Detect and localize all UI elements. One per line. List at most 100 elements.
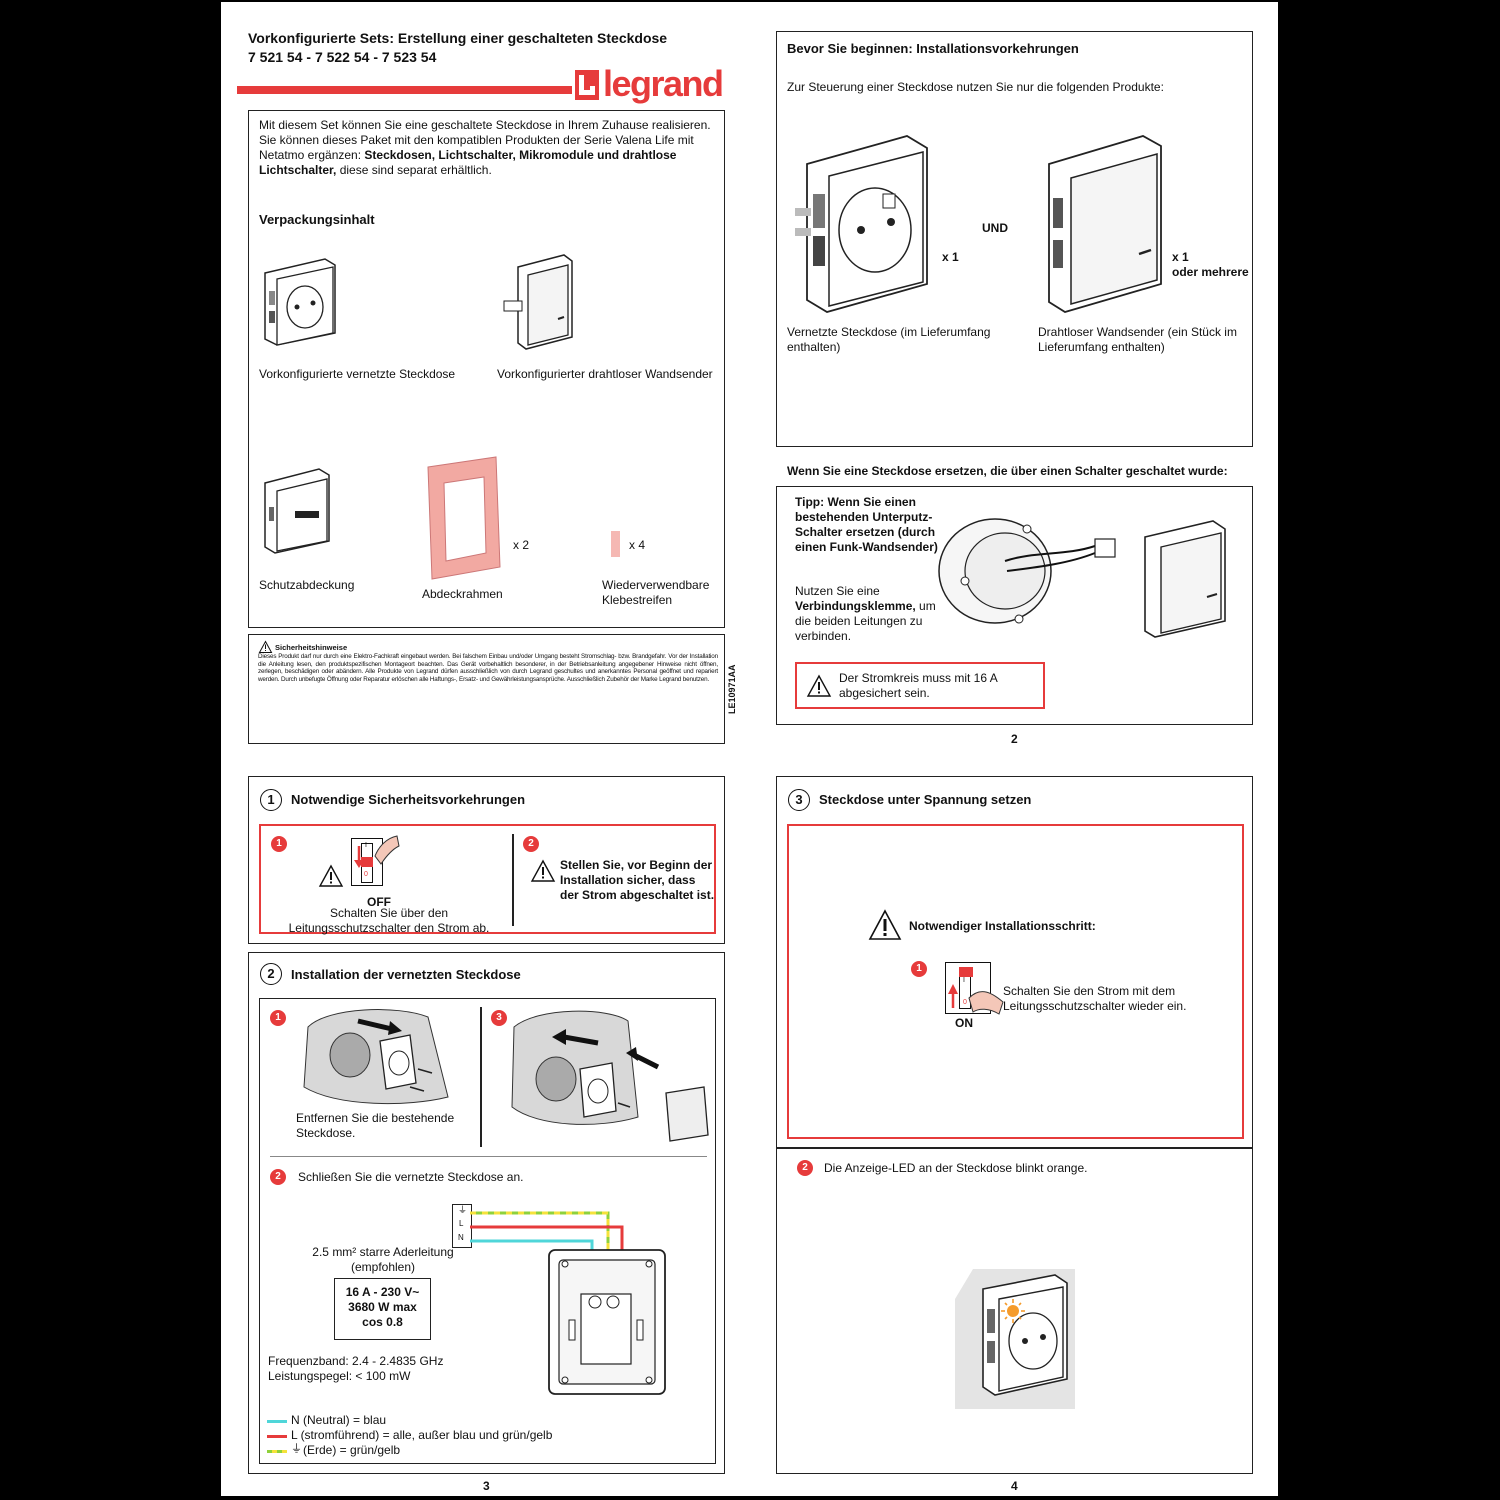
replace-heading: Wenn Sie eine Steckdose ersetzen, die üb… xyxy=(787,464,1228,478)
legend-live-swatch xyxy=(267,1435,287,1438)
warning-icon xyxy=(806,674,832,697)
page-number-2: 2 xyxy=(1011,732,1018,746)
wallbox-illustration xyxy=(938,518,1116,624)
and-label: UND xyxy=(982,221,1008,235)
arrow-down-icon xyxy=(354,846,364,868)
legend-earth-swatch xyxy=(267,1450,287,1453)
step2-sub2-badge: 2 xyxy=(270,1169,286,1185)
power-text: Leistungspegel: < 100 mW xyxy=(268,1369,411,1383)
step1-panel: 1 I 0 OFF Schalten Sie über den Leitungs… xyxy=(259,824,716,935)
frequency-text: Frequenzband: 2.4 - 2.4835 GHz xyxy=(268,1354,444,1368)
ground-icon: ⏚ xyxy=(458,1205,468,1215)
warning-icon xyxy=(258,640,273,653)
step1-sub1-badge: 1 xyxy=(271,836,287,852)
step3-sub1-badge: 1 xyxy=(911,961,927,977)
intro-box: Mit diesem Set können Sie eine geschalte… xyxy=(248,110,725,628)
legend-live: L (stromführend) = alle, außer blau und … xyxy=(291,1428,553,1442)
networked-socket-illustration xyxy=(795,135,928,313)
legend-neutral: N (Neutral) = blau xyxy=(291,1413,387,1427)
on-text: Schalten Sie den Strom mit dem Leitungss… xyxy=(1003,984,1187,1013)
before-heading: Bevor Sie beginnen: Installationsvorkehr… xyxy=(787,41,1079,56)
cover-label: Schutzabdeckung xyxy=(259,578,355,592)
wireless-transmitter-illustration xyxy=(1048,135,1162,313)
step1-heading: Notwendige Sicherheitsvorkehrungen xyxy=(291,792,526,807)
intro-text: Mit diesem Set können Sie eine geschalte… xyxy=(259,118,711,177)
ratings-box: 16 A - 230 V~ 3680 W max cos 0.8 xyxy=(334,1278,431,1340)
led-text: Die Anzeige-LED an der Steckdose blinkt … xyxy=(824,1161,1088,1175)
before-intro: Zur Steuerung einer Steckdose nutzen Sie… xyxy=(787,80,1164,94)
legend-neutral-swatch xyxy=(267,1420,287,1423)
ground-icon: ⏚ xyxy=(291,1443,302,1455)
legend-earth: (Erde) = grün/gelb xyxy=(303,1443,401,1457)
step3-box: 3 Steckdose unter Spannung setzen Notwen… xyxy=(776,776,1253,1148)
use-terminal-text: Nutzen Sie eine Verbindungsklemme, um di… xyxy=(795,584,936,643)
page-title: Vorkonfigurierte Sets: Erstellung einer … xyxy=(248,30,668,46)
off-text: Schalten Sie über den Leitungsschutzscha… xyxy=(288,906,490,935)
frame-illustration xyxy=(427,456,501,580)
adhesive-strip xyxy=(611,531,620,557)
socket-label: Vorkonfigurierte vernetzte Steckdose xyxy=(259,367,456,381)
terminal-block: ⏚ L N xyxy=(452,1204,472,1248)
warning-icon xyxy=(318,864,344,887)
mount-socket-illustration xyxy=(511,1010,709,1142)
connect-text: Schließen Sie die vernetzte Steckdose an… xyxy=(298,1170,524,1184)
finger-icon xyxy=(374,835,400,865)
page-number-3: 3 xyxy=(483,1479,490,1493)
warning-icon xyxy=(868,909,902,940)
red-banner xyxy=(237,86,572,94)
switch-illustration xyxy=(1144,520,1226,638)
transmitter-label: Vorkonfigurierter drahtloser Wandsender xyxy=(497,367,713,381)
breaker-on-icon: I 0 xyxy=(945,962,991,1014)
breaker-handle xyxy=(361,857,373,867)
legrand-logo: legrand xyxy=(575,63,735,106)
socket-caption: Vernetzte Steckdose (im Lieferumfang ent… xyxy=(787,325,991,354)
step2-number: 2 xyxy=(260,963,282,985)
step2-sub3-badge: 3 xyxy=(491,1010,507,1026)
step3-heading: Steckdose unter Spannung setzen xyxy=(819,792,1032,807)
transmitter-caption: Drahtloser Wandsender (ein Stück im Lief… xyxy=(1038,325,1237,354)
divider xyxy=(480,1007,482,1147)
socket-back-illustration xyxy=(548,1249,666,1395)
step2-sub1-badge: 1 xyxy=(270,1010,286,1026)
before-box: Bevor Sie beginnen: Installationsvorkehr… xyxy=(776,31,1253,447)
page-number-4: 4 xyxy=(1011,1479,1018,1493)
legrand-logo-mark-icon xyxy=(575,70,599,100)
step2-panel: 1 Entfernen Sie die bestehende Steckdose… xyxy=(259,998,716,1464)
safety-box: Sicherheitshinweise Dieses Produkt darf … xyxy=(248,634,725,744)
arrow-up-icon xyxy=(948,984,958,1008)
finger-icon xyxy=(968,991,1004,1015)
circuit-warning-text: Der Stromkreis muss mit 16 A abgesichert… xyxy=(839,671,998,700)
safety-heading: Sicherheitshinweise xyxy=(275,643,348,652)
circuit-warning: Der Stromkreis muss mit 16 A abgesichert… xyxy=(795,662,1045,709)
strip-qty: x 4 xyxy=(629,538,646,552)
rating-power: 3680 W max xyxy=(348,1300,417,1314)
strip-label: Wiederverwendbare Klebestreifen xyxy=(602,578,710,607)
socket-illustration xyxy=(264,258,336,346)
led-socket-illustration xyxy=(955,1269,1075,1409)
tip-text: Tipp: Wenn Sie einen bestehenden Unterpu… xyxy=(795,495,938,554)
package-heading: Verpackungsinhalt xyxy=(259,212,375,227)
product-refs: 7 521 54 - 7 522 54 - 7 523 54 xyxy=(248,49,437,65)
step1-sub2-badge: 2 xyxy=(523,836,539,852)
divider xyxy=(512,834,514,926)
step3-number: 3 xyxy=(788,789,810,811)
cable-text: 2.5 mm² starre Aderleitung (empfohlen) xyxy=(312,1245,454,1274)
step3-panel: Notwendiger Installationsschritt: 1 I 0 … xyxy=(787,824,1244,1139)
frame-label: Abdeckrahmen xyxy=(422,587,503,601)
transmitter-illustration xyxy=(503,254,573,350)
step2-box: 2 Installation der vernetzten Steckdose … xyxy=(248,952,725,1474)
separator xyxy=(270,1156,707,1157)
off-label: OFF xyxy=(367,895,391,909)
remove-socket-illustration xyxy=(303,1009,449,1105)
rating-cos: cos 0.8 xyxy=(362,1315,403,1329)
step3-sub2-badge: 2 xyxy=(797,1160,813,1176)
step1-number: 1 xyxy=(260,789,282,811)
safety-text: Dieses Produkt darf nur durch eine Elekt… xyxy=(258,653,718,683)
breaker-handle xyxy=(959,967,973,977)
step1-box: 1 Notwendige Sicherheitsvorkehrungen 1 I… xyxy=(248,776,725,944)
cover-illustration xyxy=(264,468,330,554)
qty-transmitter: x 1 xyxy=(1172,250,1189,264)
qty-more: oder mehrere xyxy=(1172,265,1249,279)
led-box: 2 Die Anzeige-LED an der Steckdose blink… xyxy=(776,1148,1253,1474)
legrand-logo-text: legrand xyxy=(603,63,724,104)
